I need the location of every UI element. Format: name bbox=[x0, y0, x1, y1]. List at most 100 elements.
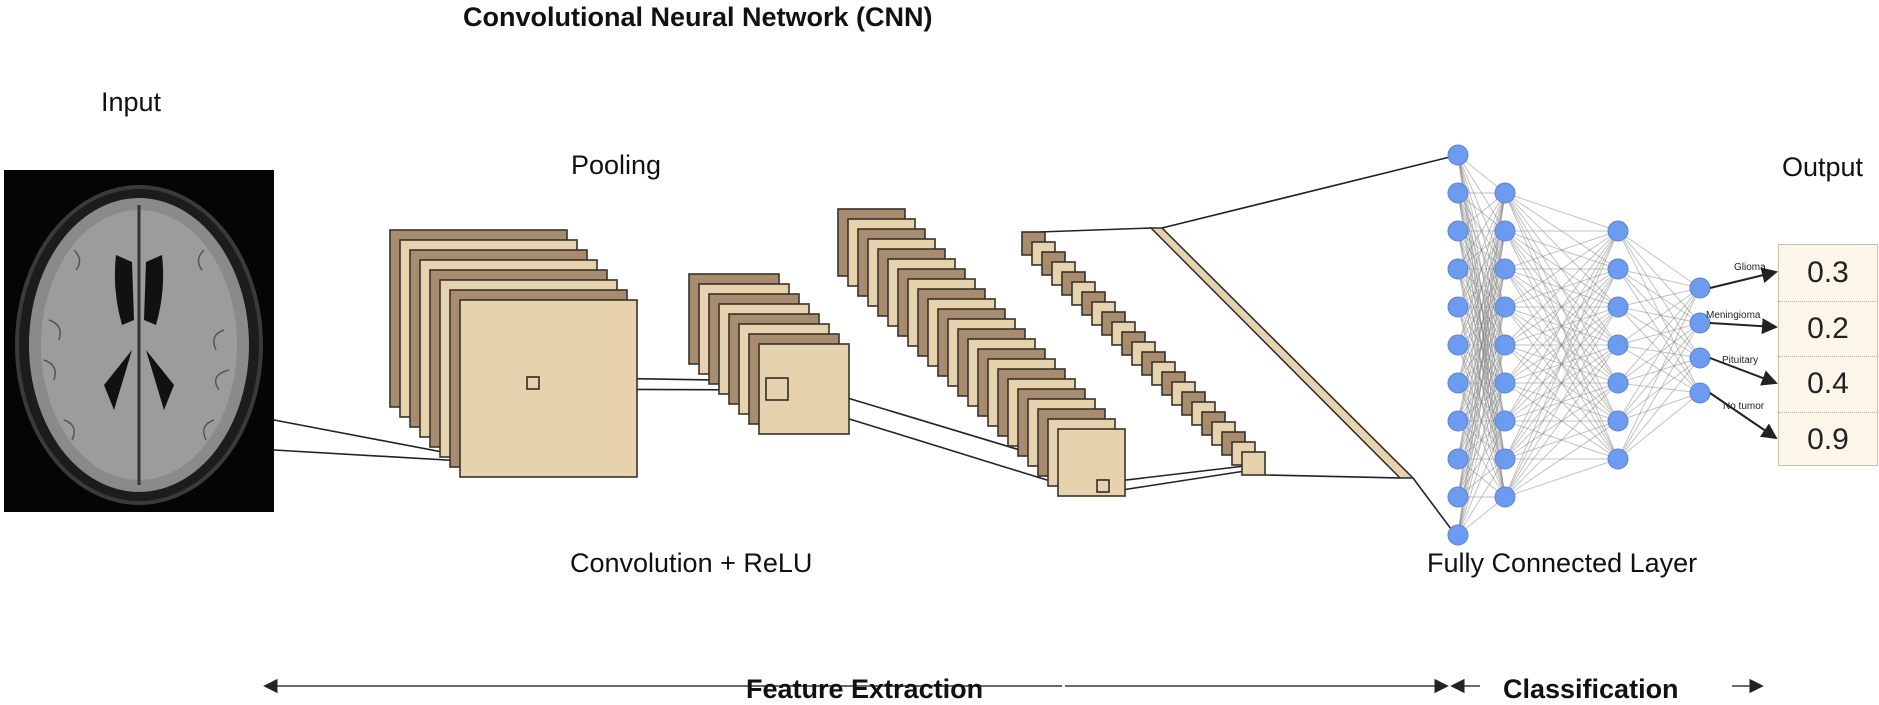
fc-edge bbox=[1617, 287, 1701, 346]
fc-edge bbox=[1457, 154, 1506, 460]
fc-edge bbox=[1457, 306, 1506, 384]
fc-edge bbox=[1504, 306, 1619, 498]
conv2-map bbox=[1057, 428, 1126, 497]
fc-edge bbox=[1504, 230, 1619, 422]
filter-window bbox=[765, 377, 789, 401]
fc-edge bbox=[1504, 268, 1619, 346]
fc-edge bbox=[1617, 230, 1701, 359]
fc-edge bbox=[1457, 420, 1506, 498]
fc-edge bbox=[1504, 306, 1619, 422]
fc-edge bbox=[1457, 344, 1506, 460]
fc-edge bbox=[1457, 230, 1506, 384]
fc-edge bbox=[1504, 230, 1619, 384]
fc-edge bbox=[1504, 306, 1619, 346]
fully-connected-label: Fully Connected Layer bbox=[1427, 548, 1698, 578]
projection-line bbox=[1412, 477, 1458, 538]
fc-edge bbox=[1504, 192, 1619, 270]
fc-edge bbox=[1504, 306, 1619, 460]
fc-edge bbox=[1457, 192, 1506, 308]
fc-edge bbox=[1457, 230, 1506, 346]
fc-node-layer-1 bbox=[1447, 486, 1469, 508]
fc-node-layer-1 bbox=[1447, 220, 1469, 242]
fc-edge bbox=[1504, 344, 1619, 460]
conv1-map bbox=[459, 299, 638, 478]
fc-edge bbox=[1457, 192, 1506, 498]
fc-edge bbox=[1504, 230, 1619, 422]
fc-node-layer-4 bbox=[1689, 347, 1711, 369]
fc-edge bbox=[1457, 344, 1506, 422]
fc-node-layer-2 bbox=[1494, 486, 1516, 508]
fc-edge bbox=[1504, 230, 1619, 308]
fc-node-layer-2 bbox=[1494, 410, 1516, 432]
fc-edge bbox=[1457, 344, 1506, 498]
fc-node-layer-1 bbox=[1447, 258, 1469, 280]
fc-edge bbox=[1504, 268, 1619, 308]
fc-edge bbox=[1457, 268, 1506, 422]
filter-window bbox=[526, 376, 540, 390]
fc-node-layer-2 bbox=[1494, 334, 1516, 356]
fc-edge bbox=[1457, 230, 1506, 308]
fc-node-layer-2 bbox=[1494, 220, 1516, 242]
fc-edge bbox=[1457, 306, 1506, 384]
fc-edge bbox=[1617, 287, 1701, 384]
fc-node-layer-1 bbox=[1447, 524, 1469, 546]
projection-line bbox=[1038, 227, 1152, 233]
fc-edge bbox=[1617, 230, 1701, 324]
fc-node-layer-2 bbox=[1494, 296, 1516, 318]
pool1-map bbox=[758, 343, 850, 435]
pool2-map bbox=[1241, 451, 1266, 476]
fc-edge bbox=[1504, 230, 1619, 460]
fc-edge bbox=[1457, 344, 1506, 498]
fc-edge bbox=[1504, 268, 1619, 460]
fc-edge bbox=[1504, 268, 1619, 498]
fc-edge bbox=[1457, 192, 1506, 270]
fc-edge bbox=[1457, 192, 1506, 346]
fc-edge bbox=[1457, 382, 1506, 460]
fc-edge bbox=[1504, 344, 1619, 498]
fc-node-layer-3 bbox=[1607, 372, 1629, 394]
fc-edge bbox=[1617, 287, 1701, 422]
fc-edge bbox=[1457, 458, 1506, 536]
fc-edge bbox=[1504, 458, 1619, 498]
class-label-pituitary: Pituitary bbox=[1722, 355, 1759, 366]
class-label-glioma: Glioma bbox=[1734, 262, 1766, 273]
fc-edge bbox=[1504, 268, 1619, 422]
diagram-title: Convolutional Neural Network (CNN) bbox=[463, 2, 933, 32]
fc-edge bbox=[1617, 392, 1701, 460]
classification-label: Classification bbox=[1503, 674, 1679, 704]
fc-edge bbox=[1457, 192, 1506, 270]
fc-node-layer-3 bbox=[1607, 448, 1629, 470]
fc-node-layer-4 bbox=[1689, 277, 1711, 299]
fc-node-layer-1 bbox=[1447, 410, 1469, 432]
fc-edge bbox=[1617, 306, 1701, 359]
fc-node-layer-2 bbox=[1494, 258, 1516, 280]
fc-edge bbox=[1504, 192, 1619, 422]
output-arrow bbox=[1709, 392, 1778, 440]
fc-edge bbox=[1504, 230, 1619, 346]
fc-edge bbox=[1504, 382, 1619, 422]
fc-edge bbox=[1504, 192, 1619, 460]
fc-edge bbox=[1504, 230, 1619, 346]
input-label: Input bbox=[101, 87, 162, 117]
fc-edge bbox=[1504, 268, 1619, 384]
fc-edge bbox=[1504, 382, 1619, 498]
fc-node-layer-2 bbox=[1494, 182, 1516, 204]
fc-edge bbox=[1504, 268, 1619, 384]
fc-node-layer-1 bbox=[1447, 296, 1469, 318]
fc-edge bbox=[1617, 357, 1701, 460]
fc-edge bbox=[1617, 268, 1701, 289]
fc-edge bbox=[1617, 230, 1701, 394]
fc-edge bbox=[1457, 382, 1506, 498]
output-value-pituitary: 0.4 bbox=[1779, 356, 1877, 412]
fc-edge bbox=[1457, 154, 1506, 270]
fc-edge bbox=[1504, 306, 1619, 384]
output-arrow bbox=[1709, 318, 1778, 335]
fc-edge bbox=[1617, 268, 1701, 324]
fc-edge bbox=[1617, 322, 1701, 384]
output-value-meningioma: 0.2 bbox=[1779, 300, 1877, 357]
fc-edge bbox=[1504, 230, 1619, 384]
fc-edge bbox=[1457, 420, 1506, 536]
fc-edge bbox=[1617, 322, 1701, 422]
fc-edge bbox=[1457, 154, 1506, 498]
output-value-no-tumor: 0.9 bbox=[1779, 411, 1877, 468]
